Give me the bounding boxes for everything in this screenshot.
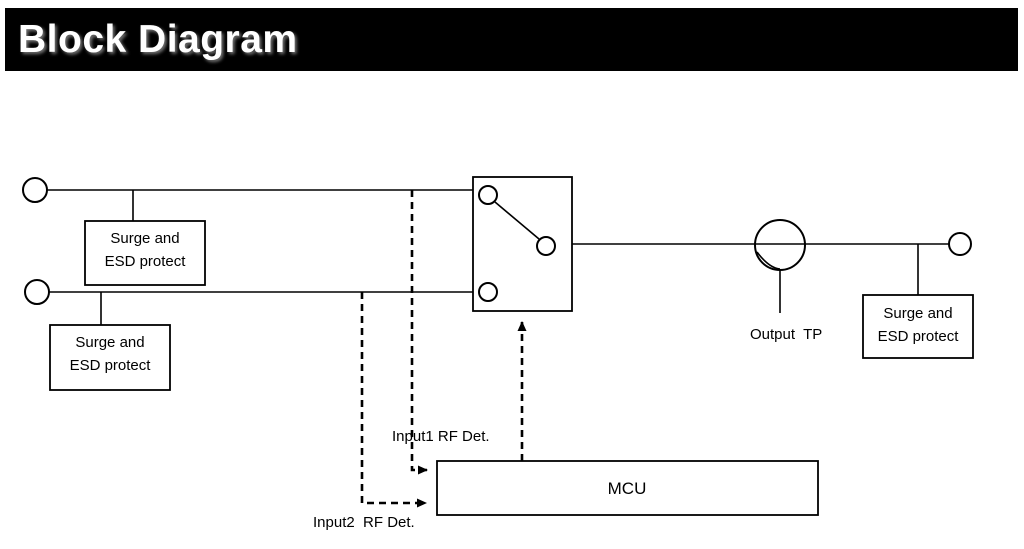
input2-rf-det-line [360,292,427,508]
input1-rf-det-label: Input1 RF Det. [392,428,490,445]
rf-switch-pole2 [478,282,498,302]
input2-rf-det-label: Input2 RF Det. [313,514,415,531]
mcu-label: MCU [608,479,647,498]
rf-switch-arm [494,201,540,240]
surge-esd-box-3-line1: Surge and [883,305,952,322]
surge-esd-box-1-line2: ESD protect [105,253,187,270]
output-tp-label: Output TP [750,326,822,343]
page-header: Block Diagram [5,8,1018,71]
input1-port [22,177,48,203]
page-title: Block Diagram [18,17,298,61]
surge-esd-box-2-line1: Surge and [75,334,144,351]
output-coupler-circle [754,219,806,271]
output-coupler [754,219,806,313]
mcu-box: MCU [436,460,819,516]
surge-esd-box-2-rect [49,324,171,391]
input1-rf-det-line [410,190,428,475]
surge-esd-box-1: Surge and ESD protect [84,220,206,286]
rf-switch-pole1 [478,185,498,205]
output-coupler-arc [756,251,781,270]
surge-esd-box-3-rect [862,294,974,359]
surge-esd-box-1-line1: Surge and [110,230,179,247]
output-port [948,232,972,256]
rf-switch-common [536,236,556,256]
surge-esd-box-2: Surge and ESD protect [49,324,171,391]
mcu-box-rect [436,460,819,516]
rf-switch [472,176,573,312]
surge-esd-box-3-line2: ESD protect [878,328,960,345]
surge-esd-box-3: Surge and ESD protect [862,294,974,359]
surge-esd-box-2-line2: ESD protect [70,357,152,374]
input2-port [24,279,50,305]
surge-esd-box-1-rect [84,220,206,286]
